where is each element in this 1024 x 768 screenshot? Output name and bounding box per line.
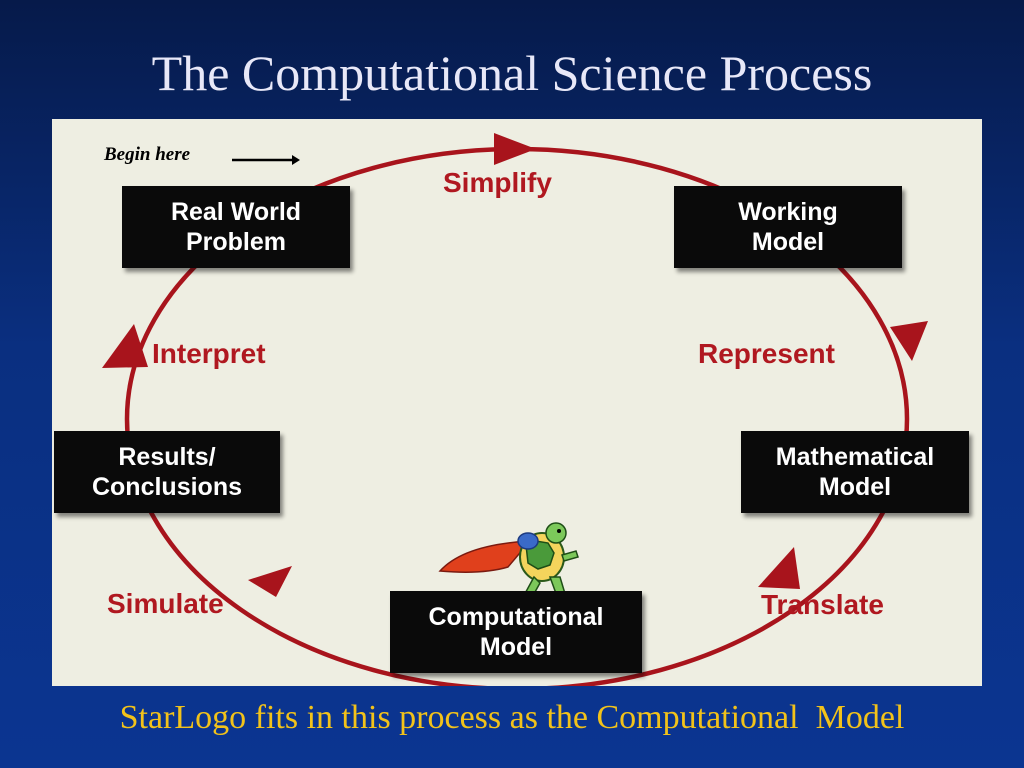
cycle-arrows [102, 133, 928, 686]
node-line: Model [479, 633, 553, 661]
step-translate: Translate [761, 589, 884, 620]
node-line: Computational [428, 603, 604, 631]
node-mathematical-model: Mathematical Model [741, 431, 969, 513]
node-line: Real World [170, 198, 302, 226]
step-interpret: Interpret [152, 338, 266, 369]
node-working-model: Working Model [674, 186, 902, 268]
node-line: Model [818, 473, 892, 501]
node-line: Conclusions [91, 473, 242, 501]
node-line: Working [738, 198, 838, 226]
node-line: Mathematical [775, 443, 935, 471]
arrowhead-interpret [102, 324, 148, 368]
step-simulate: Simulate [107, 588, 224, 619]
node-computational-model: Computational Model [390, 591, 642, 673]
node-real-world-problem: Real World Problem [122, 186, 350, 268]
node-results-conclusions: Results/ Conclusions [54, 431, 280, 513]
starlogo-turtle-icon [438, 522, 579, 602]
arrowhead-simulate [248, 566, 292, 597]
process-diagram: Begin here Real World Problem Working Mo… [52, 119, 982, 686]
begin-here-label: Begin here [104, 144, 191, 165]
arrowhead-translate [758, 547, 800, 589]
slide-title: The Computational Science Process [151, 45, 873, 101]
node-line: Results/ [118, 443, 216, 471]
arrowhead-represent [890, 321, 928, 361]
node-line: Model [751, 228, 825, 256]
step-represent: Represent [698, 338, 835, 369]
slide-caption: StarLogo fits in this process as the Com… [119, 699, 905, 736]
node-line: Problem [185, 228, 287, 256]
arrowhead-simplify [494, 133, 536, 165]
step-simplify: Simplify [443, 167, 552, 198]
